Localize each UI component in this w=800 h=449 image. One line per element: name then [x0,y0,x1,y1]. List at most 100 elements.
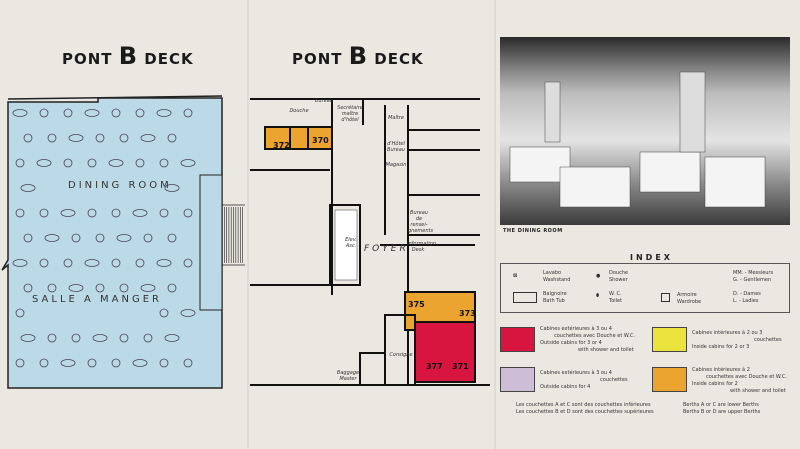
dining-table [159,308,169,318]
dining-table [39,358,49,368]
dining-table [15,358,25,368]
deck-plan [250,98,490,386]
dining-table [15,208,25,218]
swatch-inside [652,327,687,352]
dining-table [60,359,76,367]
washstand-icon: ⊠ [513,273,518,279]
dining-table [84,109,100,117]
dining-table [183,358,193,368]
dining-table [119,133,129,143]
dining-table [135,158,145,168]
dining-table [135,258,145,268]
index-toilet: W. C.Toilet [609,291,623,304]
dining-table [68,134,84,142]
dining-table [132,359,148,367]
dining-table [87,158,97,168]
dining-table [156,259,172,267]
dining-table [71,333,81,343]
dining-table [95,283,105,293]
middle-page-title: PONT B DECK [292,42,424,70]
cabin-370: 370 [312,136,329,145]
dining-table [20,184,36,192]
dining-table [63,158,73,168]
cabin-375: 375 [408,300,425,309]
dining-table [47,283,57,293]
toilet-icon: ⬮ [596,293,600,299]
cabin-371: 371 [452,362,469,371]
dining-table [71,233,81,243]
dining-room-label: DINING ROOM [68,180,172,191]
elevator-label: Elev. Asc. [345,237,357,249]
dining-room-plan [1,95,245,389]
foyer-label: FOYER [364,244,409,254]
dining-table [119,333,129,343]
dining-table [44,234,60,242]
dining-table [23,283,33,293]
dining-room-photo [500,37,790,225]
dining-table [140,284,156,292]
consigne-label: Consigne [389,352,413,358]
dining-table [39,258,49,268]
dining-table [87,208,97,218]
dining-table [87,358,97,368]
baggage-master-label: Baggage Master [336,370,360,382]
dining-table [132,209,148,217]
left-page-title: PONT B DECK [62,42,194,70]
dining-table [159,208,169,218]
dining-table [183,258,193,268]
bathtub-icon [513,292,537,303]
dining-table [119,283,129,293]
dining-table [95,133,105,143]
maitre-label: Maître [388,115,404,121]
dining-table [135,108,145,118]
dining-table [95,233,105,243]
dining-table [111,258,121,268]
cabin-373: 373 [459,309,476,318]
dining-table [47,333,57,343]
secretaire-label: Secrétaire maître d'hôtel [337,105,363,123]
dining-table [159,358,169,368]
dining-table [12,109,28,117]
berth-note-fr: Les couchettes A et C sont des couchette… [516,402,654,415]
dining-table [39,108,49,118]
dining-table [167,283,177,293]
dining-table [167,133,177,143]
dining-table [111,208,121,218]
hotel-bureau-label: d'Hôtel Bureau [387,141,405,153]
dining-table [36,159,52,167]
dining-table [156,109,172,117]
dining-table [164,184,180,192]
dining-table [12,259,28,267]
dining-table [92,334,108,342]
information-desk-label: Information Desk [407,241,437,253]
dining-table [167,233,177,243]
dining-table [23,133,33,143]
cabin-377: 377 [426,362,443,371]
dining-table [111,358,121,368]
cabin-372: 372 [273,141,290,150]
douche-label: Douche [289,108,309,114]
dining-table [63,108,73,118]
dining-table [180,309,196,317]
swatch-inside-shower [652,367,687,392]
dining-table [84,259,100,267]
dining-table [39,208,49,218]
dining-table [159,158,169,168]
dining-table [143,333,153,343]
salle-a-manger-label: SALLE A MANGER [32,294,162,305]
dining-table [15,308,25,318]
dining-table [108,159,124,167]
magasin-label: Magasin [385,162,407,168]
wardrobe-icon [661,293,670,302]
dining-table [164,334,180,342]
swatch-outside-shower [500,327,535,352]
dining-table [143,233,153,243]
